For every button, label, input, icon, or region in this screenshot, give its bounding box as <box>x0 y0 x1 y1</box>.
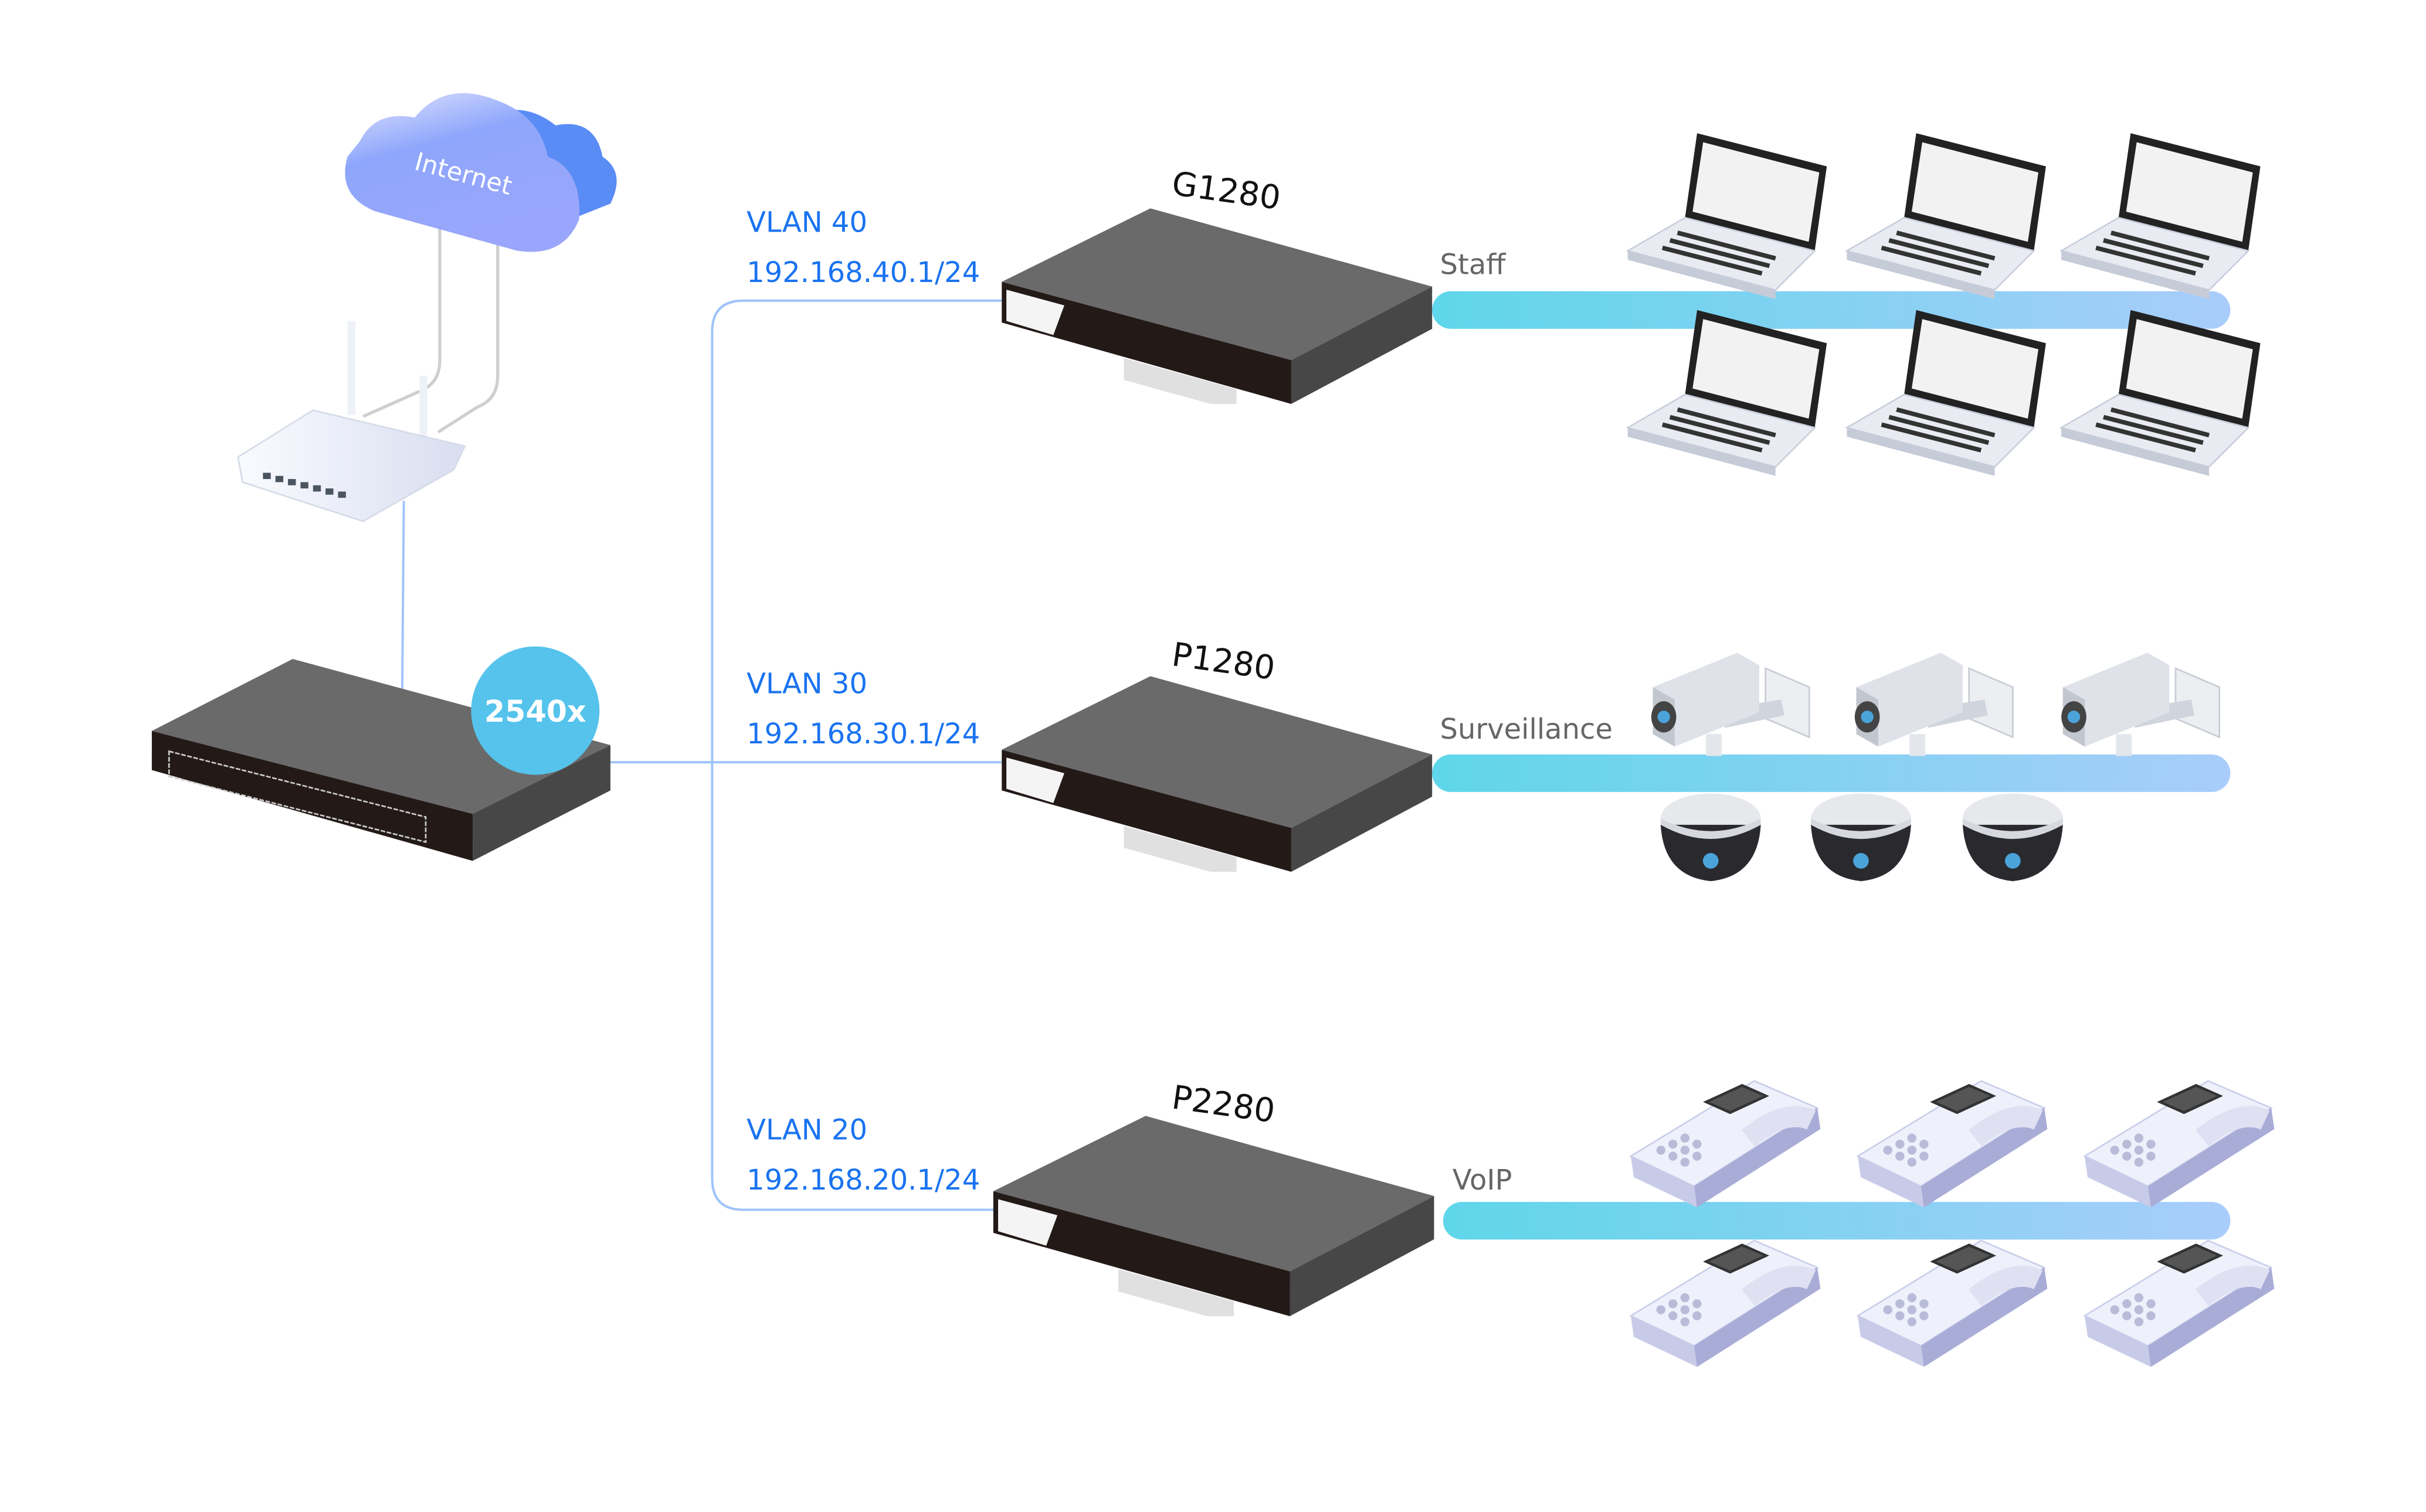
ip-phone-icon <box>2085 1241 2274 1367</box>
surveillance-group-label: Surveillance <box>1440 713 1613 746</box>
router-to-core-link <box>401 501 405 689</box>
p2280-model-label: P2280 <box>1169 1079 1277 1131</box>
vlan-40-subnet: 192.168.40.1/24 <box>747 256 980 289</box>
vlan-30-subnet: 192.168.30.1/24 <box>747 718 980 750</box>
dome-camera-icon <box>1660 793 1761 882</box>
bullet-camera-icon <box>1854 653 2014 757</box>
switch-g1280 <box>1002 208 1433 404</box>
laptop-icon <box>1628 133 1827 299</box>
vlan-40-label: VLAN 40 <box>747 206 867 239</box>
laptop-icon <box>2061 133 2261 299</box>
dome-camera-icon <box>1811 793 1911 882</box>
surveillance-vlan-bar <box>1432 754 2231 792</box>
vlan-20-label: VLAN 20 <box>747 1113 867 1146</box>
voip-group-label: VoIP <box>1453 1164 1512 1197</box>
staff-group-label: Staff <box>1440 248 1507 281</box>
ip-phone-icon <box>2085 1081 2274 1208</box>
bullet-camera-icon <box>1650 653 1810 757</box>
p1280-model-label: P1280 <box>1169 636 1277 688</box>
switch-p1280 <box>1002 676 1433 872</box>
dome-camera-icon <box>1962 793 2063 882</box>
voip-vlan-bar <box>1443 1202 2231 1240</box>
vlan-30-label: VLAN 30 <box>747 668 867 701</box>
laptop-icon <box>2061 310 2261 476</box>
g1280-model-label: G1280 <box>1169 165 1282 218</box>
ip-phone-icon <box>1631 1081 1820 1208</box>
bullet-camera-icon <box>2060 653 2221 757</box>
ip-phone-icon <box>1858 1241 2047 1367</box>
laptop-icon <box>1847 133 2046 299</box>
vlan-20-subnet: 192.168.20.1/24 <box>747 1164 980 1197</box>
vlan-trunk-link <box>610 299 1002 1211</box>
router <box>237 321 466 522</box>
internet-cloud: Internet <box>345 93 617 252</box>
core-switch <box>151 659 610 861</box>
laptop-icon <box>1628 310 1827 476</box>
laptop-icon <box>1847 310 2046 476</box>
staff-vlan-bar <box>1432 291 2231 329</box>
switch-p2280 <box>993 1116 1434 1317</box>
core-switch-badge <box>471 646 600 775</box>
core-switch-model-label: 2540x <box>484 694 586 729</box>
ip-phone-icon <box>1858 1081 2047 1208</box>
ip-phone-icon <box>1631 1241 1820 1367</box>
